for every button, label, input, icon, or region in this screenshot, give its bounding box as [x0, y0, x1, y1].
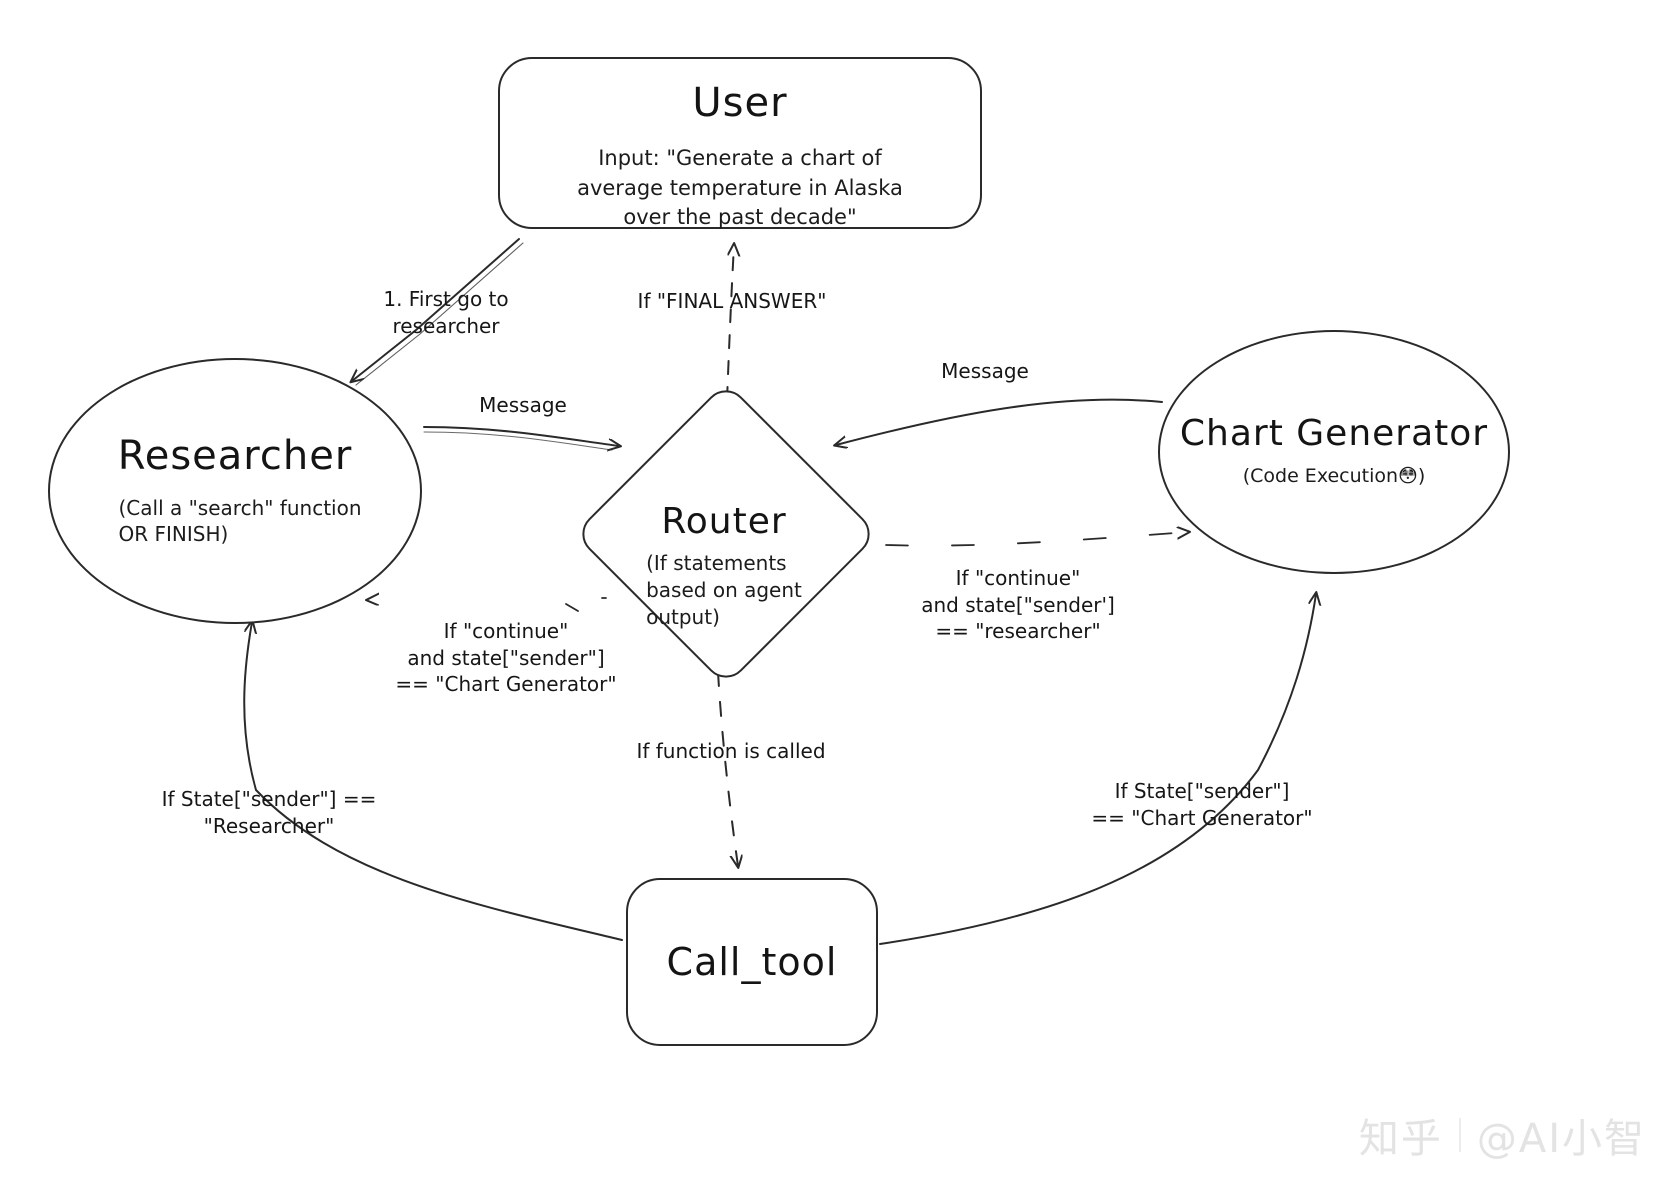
edge-router-to-chart [885, 532, 1188, 547]
edge-label-calltool-to-chart: If State["sender"] == "Chart Generator" [1091, 779, 1313, 830]
edge-label-router-to-chart: If "continue" and state["sender'] == "re… [921, 566, 1115, 644]
node-user-subtitle: Input: "Generate a chart of average temp… [577, 145, 903, 230]
node-chart-generator[interactable]: Chart Generator (Code Execution😳) [1158, 330, 1510, 574]
edge-router-to-researcher [368, 598, 607, 612]
edge-router-to-user [726, 245, 734, 401]
edge-label-researcher-to-router: Message [479, 393, 567, 417]
node-router-title: Router [661, 500, 787, 542]
edge-label-chart-to-router: Message [941, 359, 1029, 383]
edge-label-calltool-to-researcher: If State["sender"] == "Researcher" [161, 787, 377, 838]
watermark-handle: @AI小智 [1476, 1116, 1646, 1162]
watermark: 知乎 @AI小智 [1359, 1106, 1646, 1164]
node-router-subtitle: (If statements based on agent output) [646, 550, 802, 629]
edge-calltool-to-researcher [243, 622, 623, 941]
node-user-title: User [692, 80, 788, 126]
node-researcher[interactable]: Researcher (Call a "search" function OR … [48, 358, 422, 624]
node-user[interactable]: User Input: "Generate a chart of average… [498, 57, 982, 229]
edge-user-to-researcher [352, 238, 524, 386]
edge-label-user-to-researcher: 1. First go to researcher [383, 287, 509, 338]
node-chart-generator-subtitle: (Code Execution😳) [1242, 465, 1426, 488]
node-call-tool[interactable]: Call_tool [626, 878, 878, 1046]
node-researcher-subtitle: (Call a "search" function OR FINISH) [118, 495, 362, 547]
node-chart-generator-title: Chart Generator [1179, 413, 1489, 455]
edge-label-router-to-researcher: If "continue" and state["sender"] == "Ch… [395, 619, 617, 697]
watermark-logo: 知乎 [1358, 1116, 1443, 1162]
edge-label-router-to-user: If "FINAL ANSWER" [637, 289, 827, 313]
edge-router-to-calltool [717, 671, 738, 866]
edge-calltool-to-chart [879, 594, 1316, 945]
node-researcher-title: Researcher [117, 432, 353, 479]
node-call-tool-title: Call_tool [666, 939, 838, 984]
edge-researcher-to-router [423, 426, 619, 450]
edge-label-router-to-calltool: If function is called [636, 739, 826, 763]
edge-chart-to-router [836, 398, 1163, 445]
node-router[interactable]: Router (If statements based on agent out… [556, 381, 892, 687]
watermark-divider [1458, 1118, 1461, 1152]
